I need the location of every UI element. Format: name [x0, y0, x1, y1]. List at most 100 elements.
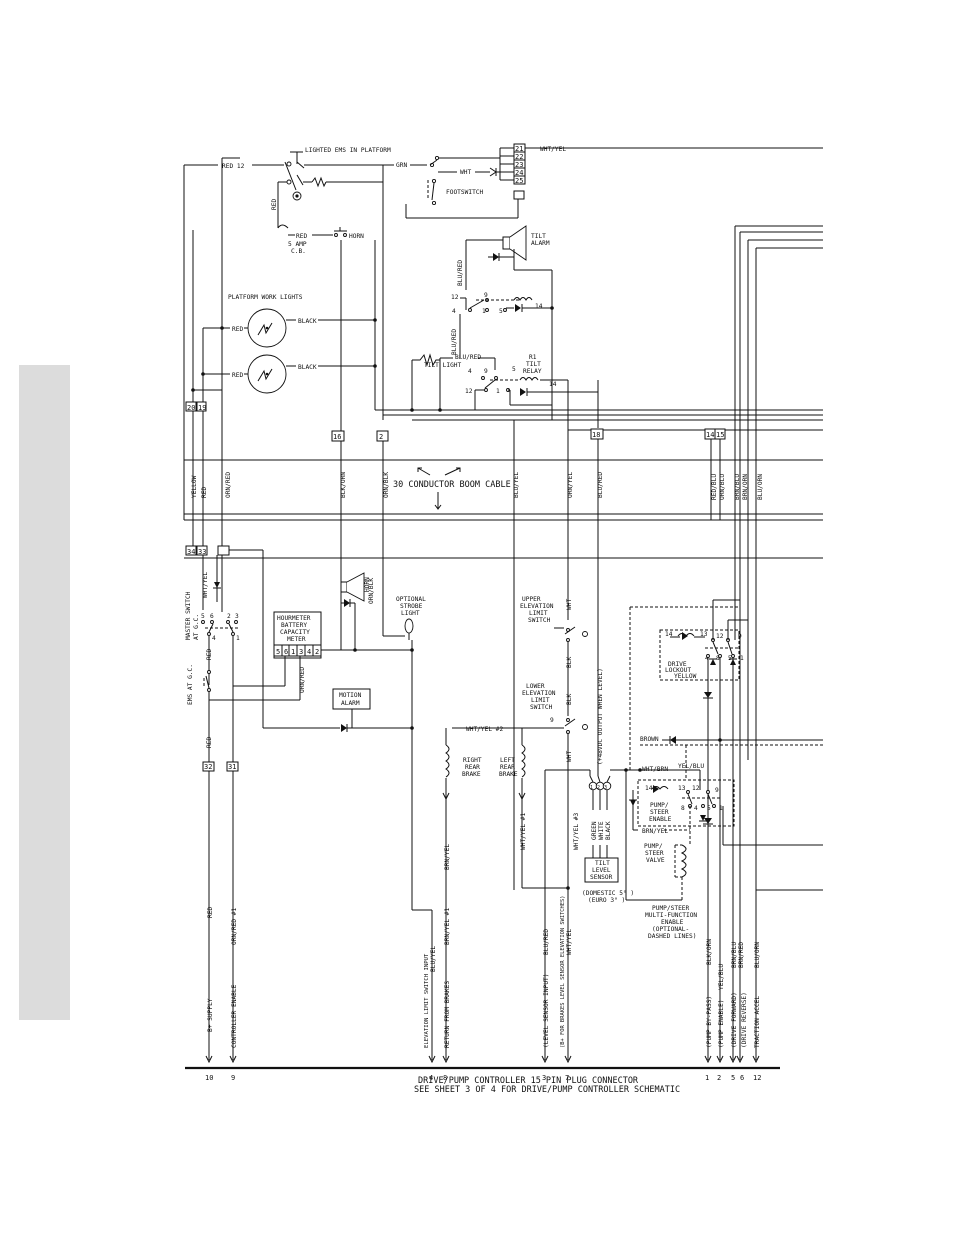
dl-12: 12: [716, 633, 724, 640]
wht-label: WHT: [460, 169, 471, 176]
term-wire-10: BLU/ORN: [754, 942, 761, 968]
term-pin-9: 6: [740, 1074, 744, 1082]
ems-gc-label: EMS AT G.C.: [187, 664, 194, 705]
rrb-l2: REAR: [465, 764, 480, 771]
ground-orn-red: ORN/RED: [299, 667, 306, 693]
hm-pin-5: 5: [276, 648, 280, 656]
wht-yel-3-label: WHT/YEL #3: [573, 812, 580, 850]
sw-1: 1: [236, 635, 240, 642]
wire-orn-blk: ORN/BLK: [383, 472, 390, 498]
pin-15: 15: [716, 431, 724, 439]
pin-boxes: 20 19 16 2 18 14 15 34 33: [185, 401, 726, 556]
dl-14: 14: [665, 631, 673, 638]
term-desc-7: (PUMP ENABLE): [718, 1000, 725, 1048]
ps-1: 1: [719, 805, 723, 812]
wire-blu-yel: BLU/YEL: [513, 472, 520, 498]
ps-label3: ENABLE: [649, 816, 672, 823]
svg-text:1: 1: [590, 785, 593, 791]
wire-blk-orn: BLK/ORN: [340, 472, 347, 498]
ps-8: 8: [681, 805, 685, 812]
lower-9: 9: [550, 717, 554, 724]
term-pin-7: 2: [717, 1074, 721, 1082]
motion-alarm-l1: MOTION: [339, 692, 362, 699]
term-wire-8: BRN/BLU: [731, 942, 738, 968]
wht-yel-1-label: WHT/YEL #1: [520, 812, 527, 850]
tilt-alarm-label1: TILT: [531, 233, 546, 240]
term-desc-10: TRACTION ACCEL: [754, 996, 761, 1048]
hourmeter-l4: METER: [287, 636, 306, 643]
dl-yellow: YELLOW: [674, 673, 697, 680]
wire-yellow: YELLOW: [191, 475, 198, 498]
cb-label: 5 AMP: [288, 241, 307, 248]
term-pin-4: 3: [542, 1074, 546, 1082]
term-wire-0: RED: [207, 907, 214, 918]
red-light2-label: RED: [232, 372, 243, 379]
pin-32: 32: [204, 763, 212, 771]
dl-label1: DRIVE: [668, 661, 687, 668]
relay-9a: 9: [484, 292, 488, 299]
yel-blu-label: YEL/BLU: [678, 763, 704, 770]
term-wire-7: YEL/BLU: [718, 964, 725, 990]
term-desc-1: CONTROLLER ENABLE: [231, 984, 238, 1048]
pin-33: 33: [198, 548, 206, 556]
relay-5a: 5: [499, 308, 503, 315]
brn-yel-label: BRN/YEL: [444, 844, 451, 870]
hm-pin-3: 3: [299, 648, 303, 656]
relay-5b: 5: [512, 366, 516, 373]
upper-limit-l2: ELEVATION: [520, 603, 554, 610]
motion-alarm-l2: ALARM: [341, 700, 360, 707]
pin-31: 31: [228, 763, 236, 771]
relay-r1: R1: [529, 354, 537, 361]
dl-8: 8: [716, 655, 720, 662]
relay-4a: 4: [452, 308, 456, 315]
black-label: BLACK: [605, 821, 612, 840]
cb-label2: C.B.: [291, 248, 306, 255]
lower-limit-l1: LOWER: [526, 683, 545, 690]
hourmeter-l2: BATTERY: [281, 622, 307, 629]
wht-yel-2-label: WHT/YEL #2: [466, 726, 504, 733]
wire-orn-yel: ORN/YEL: [567, 472, 574, 498]
term-desc-8: (DRIVE FORWARD): [731, 992, 738, 1048]
strobe-l2: STROBE: [400, 603, 423, 610]
ps-label2: STEER: [650, 809, 669, 816]
platform-section: WHT/YEL 21 22 23 24 25 GRN WHT FOOTSWITC…: [183, 143, 823, 520]
brown-label: BROWN: [640, 736, 659, 743]
upper-limit-l4: SWITCH: [528, 617, 551, 624]
bus-lines: [184, 225, 823, 960]
sw-5: 5: [201, 613, 205, 620]
dl-1: 1: [740, 655, 744, 662]
relay-1b: 1: [496, 388, 500, 395]
sw-3: 3: [235, 613, 239, 620]
ps-14: 14: [645, 785, 653, 792]
hm-pin-4: 4: [307, 648, 311, 656]
wire-orn-blu: ORN/BLU: [719, 474, 726, 500]
term-pin-3: 8: [443, 1074, 447, 1082]
pin-18: 18: [592, 431, 600, 439]
term-desc-2: ELEVATION LIMIT SWITCH INPUT: [424, 953, 430, 1048]
hm-pin-1: 1: [291, 648, 295, 656]
pin-22: 22: [515, 153, 523, 161]
wire-red: RED: [201, 487, 208, 498]
dl-4: 4: [705, 655, 709, 662]
work-lights-label: PLATFORM WORK LIGHTS: [228, 294, 303, 301]
black2-label: BLACK: [298, 364, 317, 371]
upper-limit-l1: UPPER: [522, 596, 541, 603]
lighted-ems-label: LIGHTED EMS IN PLATFORM: [305, 147, 391, 154]
black1-label: BLACK: [298, 318, 317, 325]
term-pin-2: 4: [429, 1074, 433, 1082]
pin-19: 19: [198, 404, 206, 412]
pin-23: 23: [515, 161, 523, 169]
at-gc-label: AT G.C.: [193, 614, 200, 640]
work-light-1: [247, 308, 287, 348]
pin-21: 21: [515, 145, 523, 153]
relay-1a: 1: [482, 308, 486, 315]
relay-14a: 14: [535, 303, 543, 310]
red-vert-label: RED: [271, 199, 278, 210]
ground-wht-yel: WHT/YEL: [202, 572, 209, 598]
tls-l3: SENSOR: [590, 874, 613, 881]
sw-2: 2: [227, 613, 231, 620]
pin-14: 14: [706, 431, 714, 439]
horn-top-label: HORN: [349, 233, 364, 240]
pin-16: 16: [333, 433, 341, 441]
